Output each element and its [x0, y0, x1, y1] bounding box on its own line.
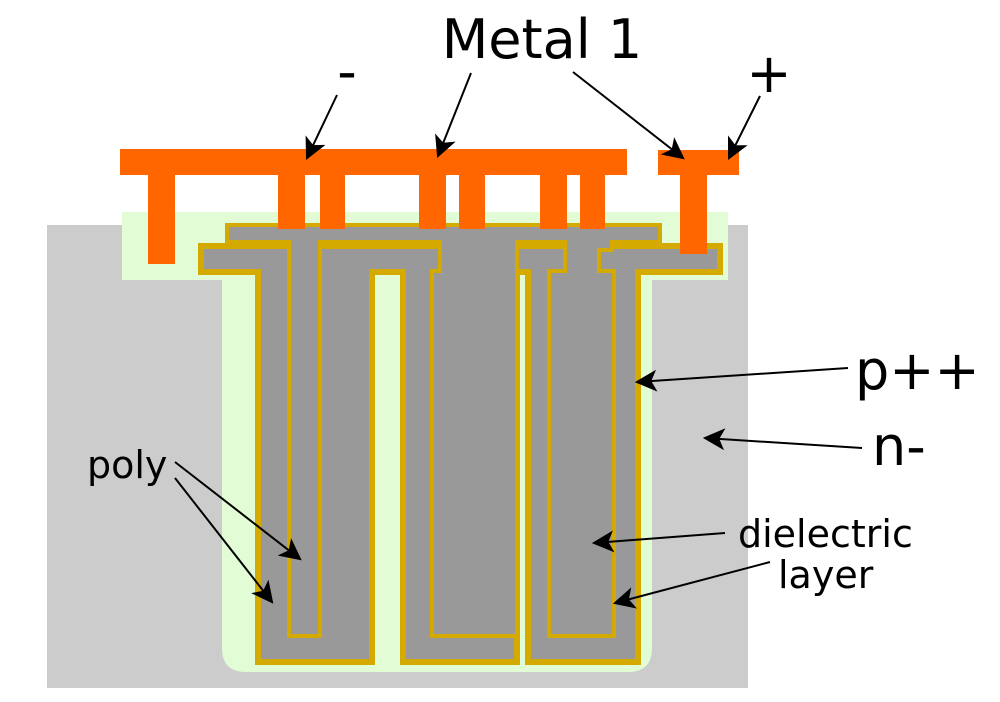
arrow-dielectric-2 — [612, 561, 771, 609]
arrow-poly-1 — [174, 461, 302, 561]
arrow-minus — [305, 94, 338, 160]
arrow-metal1-center — [435, 72, 472, 159]
poly-electrode — [225, 223, 662, 638]
arrow-plus — [728, 95, 761, 160]
metal1-minus-electrode — [120, 149, 627, 264]
label-n-minus: n- — [872, 415, 926, 478]
arrow-nminus — [702, 428, 863, 451]
label-metal1: Metal 1 — [442, 8, 643, 71]
arrow-dielectric-1 — [591, 530, 726, 553]
annotation-arrows — [174, 71, 863, 609]
arrow-pplusplus — [634, 367, 849, 392]
label-p-plus-plus: p++ — [855, 339, 980, 402]
label-minus: - — [337, 40, 357, 103]
metal1-plus-electrode — [658, 150, 739, 254]
label-layer: layer — [778, 553, 874, 597]
label-dielectric: dielectric — [738, 512, 913, 556]
arrow-poly-2 — [174, 477, 274, 604]
label-poly: poly — [87, 443, 167, 487]
label-plus: + — [746, 42, 791, 105]
arrow-metal1-right — [572, 71, 685, 160]
